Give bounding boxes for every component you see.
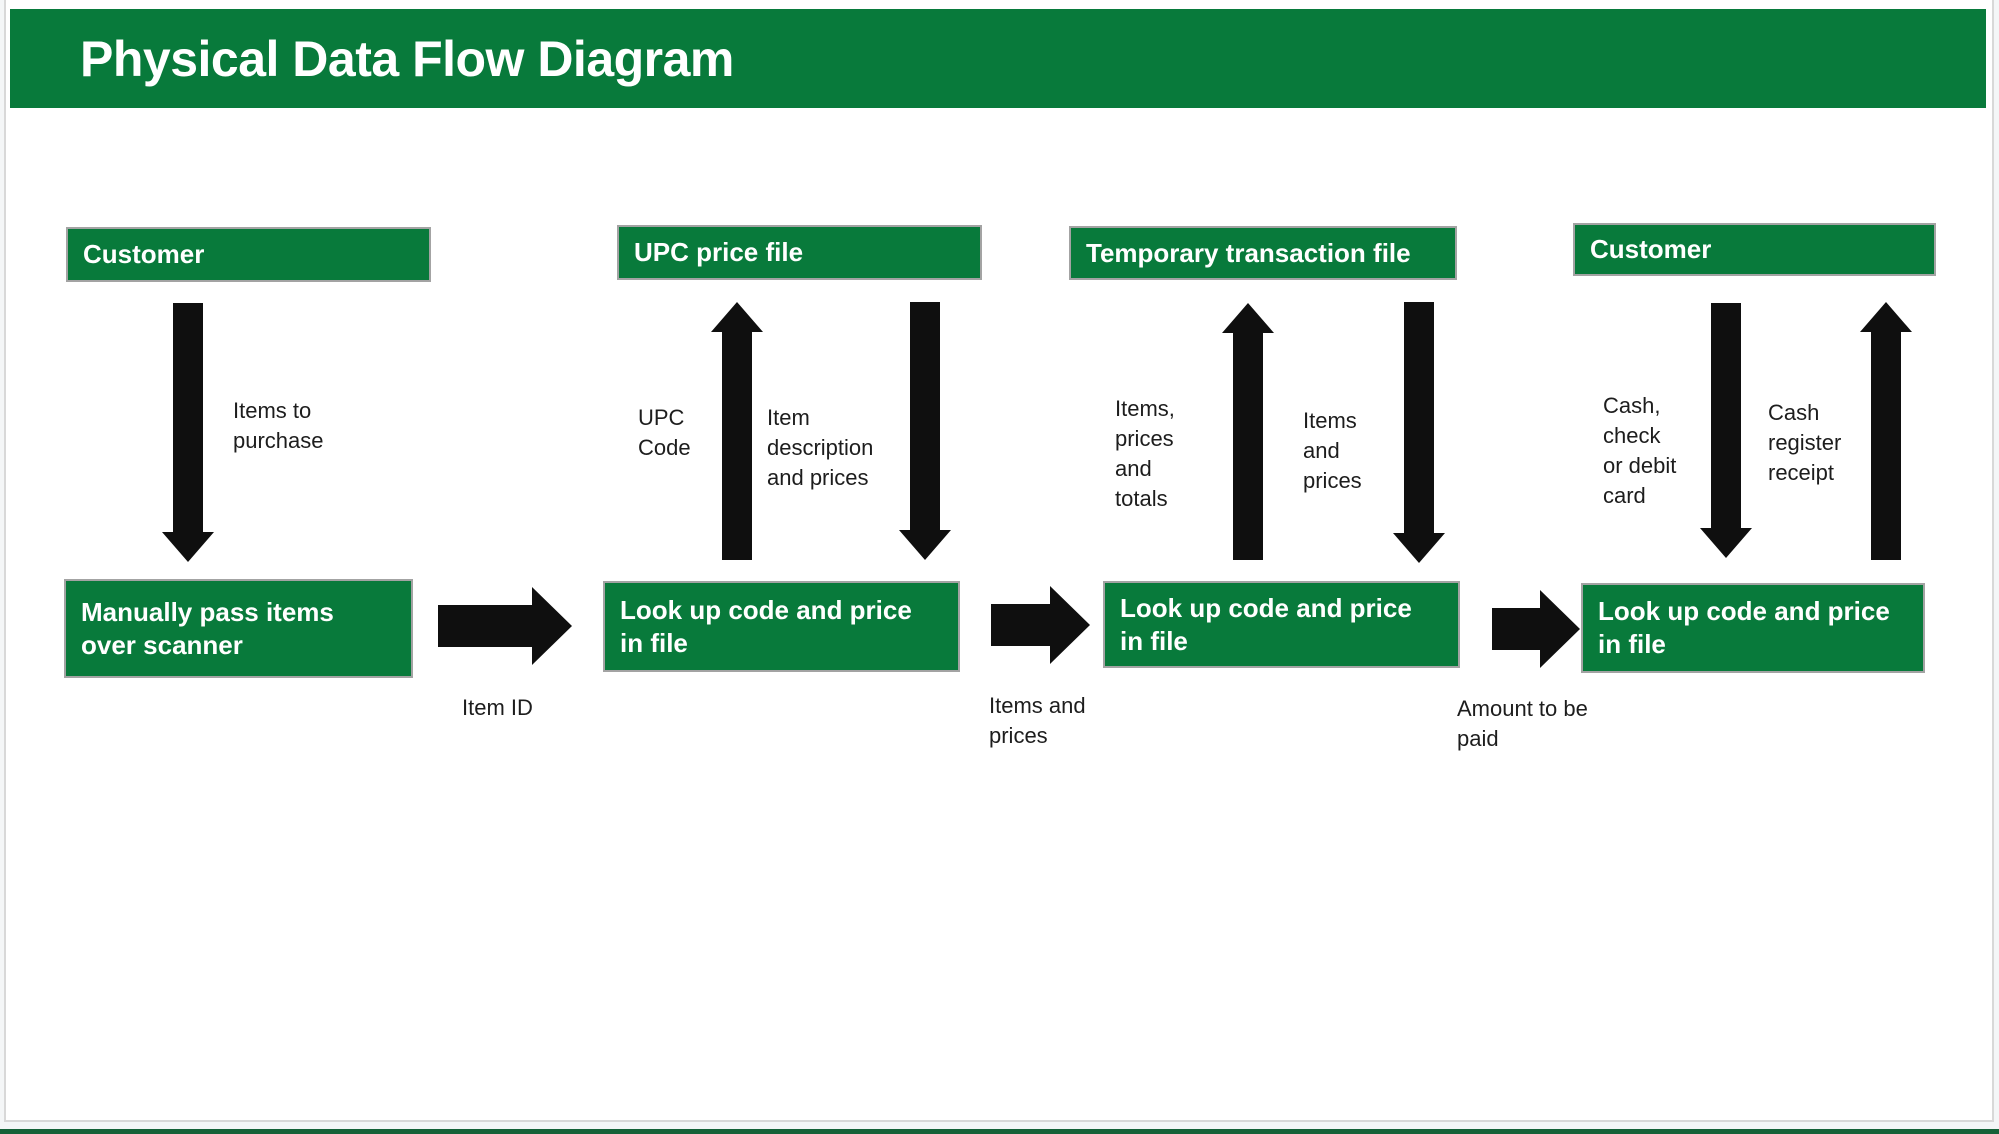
flow-label-line: register [1768,430,1842,455]
flow-label-line: Code [638,435,691,460]
store-temporary-transaction-file: Temporary transaction file [1069,226,1457,280]
flow-label-line: Items to [233,398,312,423]
flow-label-line: Items, [1115,396,1175,421]
arrow-down-cash-payment [1700,303,1752,558]
flow-label-line: UPC [638,405,685,430]
arrow-up-items-prices-totals [1222,303,1274,560]
flow-label-items-to-purchase: Items to purchase [233,396,324,456]
store-label: Temporary transaction file [1086,237,1411,268]
flow-label-line: and [1303,438,1340,463]
arrow-right-item-id [438,587,572,665]
arrow-down-item-description [899,302,951,560]
process-lookup-3: Look up code and price in file [1581,583,1925,673]
flow-label-line: Cash, [1603,393,1661,418]
flow-label-line: Cash [1768,400,1820,425]
arrow-right-items-and-prices [991,586,1090,664]
process-lookup-1: Look up code and price in file [603,581,960,672]
flow-label-line: card [1603,483,1646,508]
process-label-line: in file [620,627,688,658]
arrow-up-upc-code [711,302,763,560]
flow-label-items-prices-and-totals: Items, prices and totals [1115,394,1175,514]
entity-customer-left: Customer [66,227,431,282]
flow-label-upc-code: UPC Code [638,403,691,463]
flow-label-line: Amount to be [1457,696,1588,721]
flow-label-items-and-prices-down: Items and prices [1303,406,1362,496]
entity-label: Customer [1590,234,1712,264]
canvas [4,0,1994,1122]
process-label-line: Manually pass items [81,596,334,627]
process-scan-items: Manually pass items over scanner [64,579,413,678]
flow-label-line: check [1603,423,1661,448]
flow-label-amount-to-be-paid: Amount to be paid [1457,694,1588,754]
diagram-title: Physical Data Flow Diagram [80,30,734,87]
entity-label: Customer [83,239,205,269]
flow-label-line: prices [989,723,1048,748]
title-bar: Physical Data Flow Diagram [10,9,1986,108]
flow-label-line: Item ID [462,695,533,720]
flow-label-line: Items [1303,408,1357,433]
arrow-down-items-to-purchase [162,303,214,562]
flow-label-line: purchase [233,428,324,453]
process-label-line: in file [1120,625,1188,656]
flow-label-line: description [767,435,874,460]
flow-label-cash-register-receipt: Cash register receipt [1768,398,1841,488]
arrow-up-cash-register-receipt [1860,302,1912,560]
flow-label-cash-check-or-debit-card: Cash, check or debit card [1603,391,1676,511]
flow-label-items-and-prices: Items and prices [989,691,1086,751]
entity-customer-right: Customer [1573,223,1936,276]
flow-label-line: and [1115,456,1152,481]
process-lookup-2: Look up code and price in file [1103,581,1460,668]
flow-label-item-description-and-prices: Item description and prices [767,403,873,493]
flow-label-line: Item [767,405,810,430]
process-label-line: over scanner [81,629,243,660]
process-label-line: in file [1598,629,1666,659]
arrow-down-items-and-prices [1393,302,1445,563]
flow-label-item-id: Item ID [462,693,533,723]
flow-label-line: Items and [989,693,1086,718]
flow-label-line: prices [1303,468,1362,493]
arrow-right-amount-to-be-paid [1492,590,1580,668]
next-slide-strip [0,1129,1999,1134]
process-label-line: Look up code and price [620,594,912,625]
process-label-line: Look up code and price [1120,592,1412,623]
flow-label-line: paid [1457,726,1499,751]
flow-label-line: and prices [767,465,869,490]
flow-label-line: totals [1115,486,1168,511]
flow-label-line: receipt [1768,460,1835,485]
store-label: UPC price file [634,237,804,267]
flow-label-line: or debit [1603,453,1677,478]
process-label-line: Look up code and price [1598,596,1890,626]
flow-label-line: prices [1115,426,1174,451]
store-upc-price-file: UPC price file [617,225,982,280]
